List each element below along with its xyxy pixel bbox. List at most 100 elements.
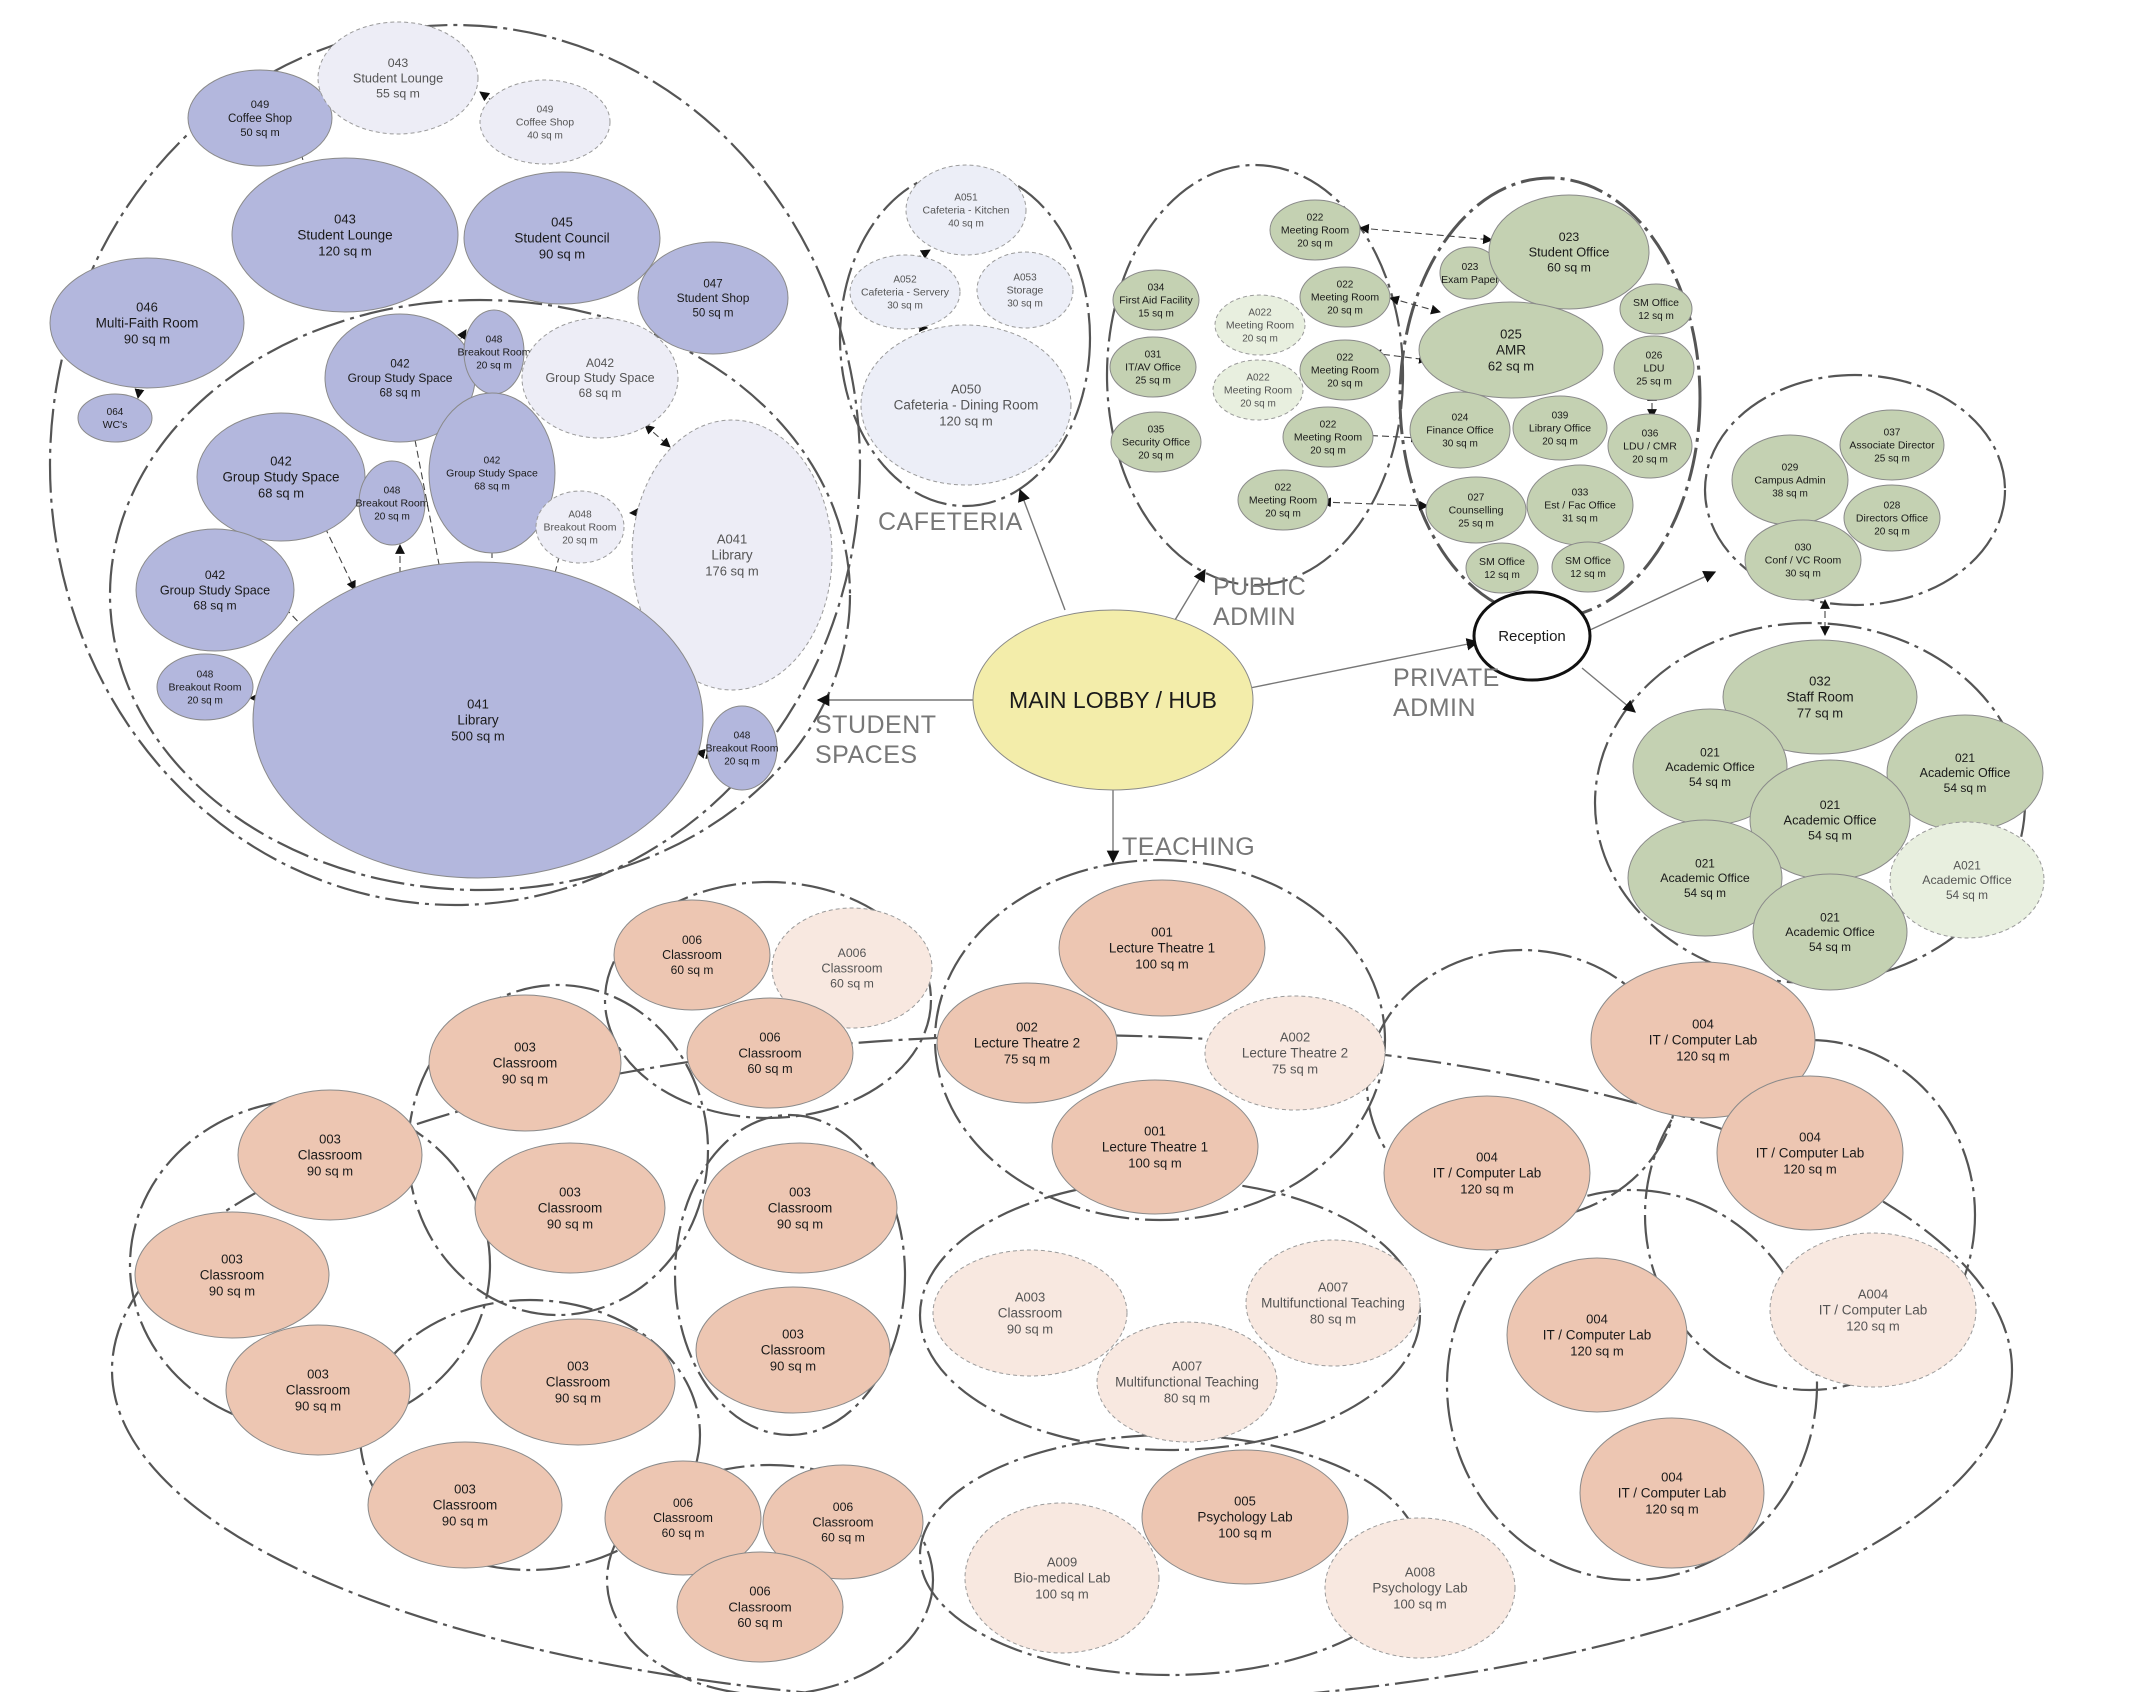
main-lobby-hub: MAIN LOBBY / HUB [972,609,1254,791]
room-area: 54 sq m [1946,888,1988,902]
room-area: 25 sq m [1458,519,1494,530]
room-ellipse [237,1089,423,1221]
room-name: Breakout Room [458,347,531,359]
room-area: 20 sq m [1310,446,1346,457]
room-code: 042 [390,359,409,371]
room-ellipse [1299,339,1391,401]
room-name: IT / Computer Lab [1543,1328,1652,1343]
room-area: 90 sq m [209,1284,255,1299]
room-area: 90 sq m [770,1359,816,1374]
room-ellipse [1613,335,1695,401]
room-code: A050 [951,382,981,397]
room-code: A007 [1318,1280,1348,1295]
room-area: 120 sq m [1570,1344,1623,1359]
room-name: Storage [1007,285,1044,297]
room-name: Meeting Room [1311,365,1380,377]
room-area: 100 sq m [1393,1597,1446,1612]
room-area: 54 sq m [1944,781,1987,795]
room-name: Multifunctional Teaching [1115,1375,1259,1390]
room-name: SM Office [1565,555,1611,567]
room-name: Meeting Room [1249,495,1318,507]
room-code: 035 [1148,425,1165,436]
room-ellipse [1627,819,1783,937]
room-name: Library [457,713,499,728]
room-code: 002 [1016,1020,1038,1035]
room-code: 022 [1275,483,1292,494]
room-name: Classroom [653,1511,713,1525]
room-area: 60 sq m [671,963,714,977]
library-cluster-ring [108,298,852,892]
room-name: Counselling [1449,505,1504,517]
room-code: 003 [789,1185,811,1200]
room-name: Classroom [761,1343,826,1358]
room-ellipse [771,907,933,1029]
room-code: A022 [1246,373,1270,384]
room-name: Group Study Space [222,470,339,485]
room-area: 120 sq m [1783,1162,1836,1177]
room-ellipse [1141,1449,1349,1585]
room-area: 90 sq m [547,1217,593,1232]
room-code: 031 [1145,350,1162,361]
room-name: Academic Office [1785,925,1875,939]
cafeteria-zone-label: CAFETERIA [878,508,1023,536]
room-ellipse [1282,406,1374,468]
room-name: Classroom [200,1268,265,1283]
room-name: Psychology Lab [1197,1510,1292,1525]
room-ellipse [1579,1417,1765,1569]
room-ellipse [1409,391,1511,469]
hub-to-cafeteria-arrow [1018,488,1066,611]
room-name: Academic Office [1922,873,2012,887]
room-name: Meeting Room [1281,225,1350,237]
room-name: Classroom [821,960,882,975]
room-area: 54 sq m [1809,940,1851,954]
room-name: Group Study Space [348,371,453,385]
room-ellipse [1889,821,2045,939]
room-area: 500 sq m [451,729,504,744]
room-name: First Aid Facility [1119,295,1193,307]
room-name: Classroom [546,1375,611,1390]
room-area: 120 sq m [318,244,371,259]
public-admin-ring [1105,163,1405,587]
room-name: Breakout Room [169,682,242,694]
room-ellipse [135,528,295,652]
room-code: 003 [559,1185,581,1200]
room-ellipse [428,392,556,554]
room-ellipse [604,1460,762,1576]
meeting-student-office-link [1359,223,1493,245]
room-area: 80 sq m [1164,1391,1210,1406]
room-name: Lecture Theatre 1 [1109,941,1215,956]
hub-to-public-admin-arrow [1174,568,1206,621]
room-area: 54 sq m [1808,829,1852,843]
room-name: Classroom [662,948,722,962]
student-spaces-zone-label-line2: SPACES [815,741,918,769]
room-area: 68 sq m [380,388,421,400]
room-ellipse [358,460,426,546]
room-area: 68 sq m [258,485,304,500]
room-ellipse [631,419,833,691]
room-area: 20 sq m [1138,451,1174,462]
room-name: Student Office [1529,244,1610,259]
room-area: 90 sq m [307,1164,353,1179]
room-code: 037 [1884,428,1901,439]
room-ellipse [77,393,153,443]
room-code: 022 [1320,420,1337,431]
room-ellipse [1299,266,1391,328]
